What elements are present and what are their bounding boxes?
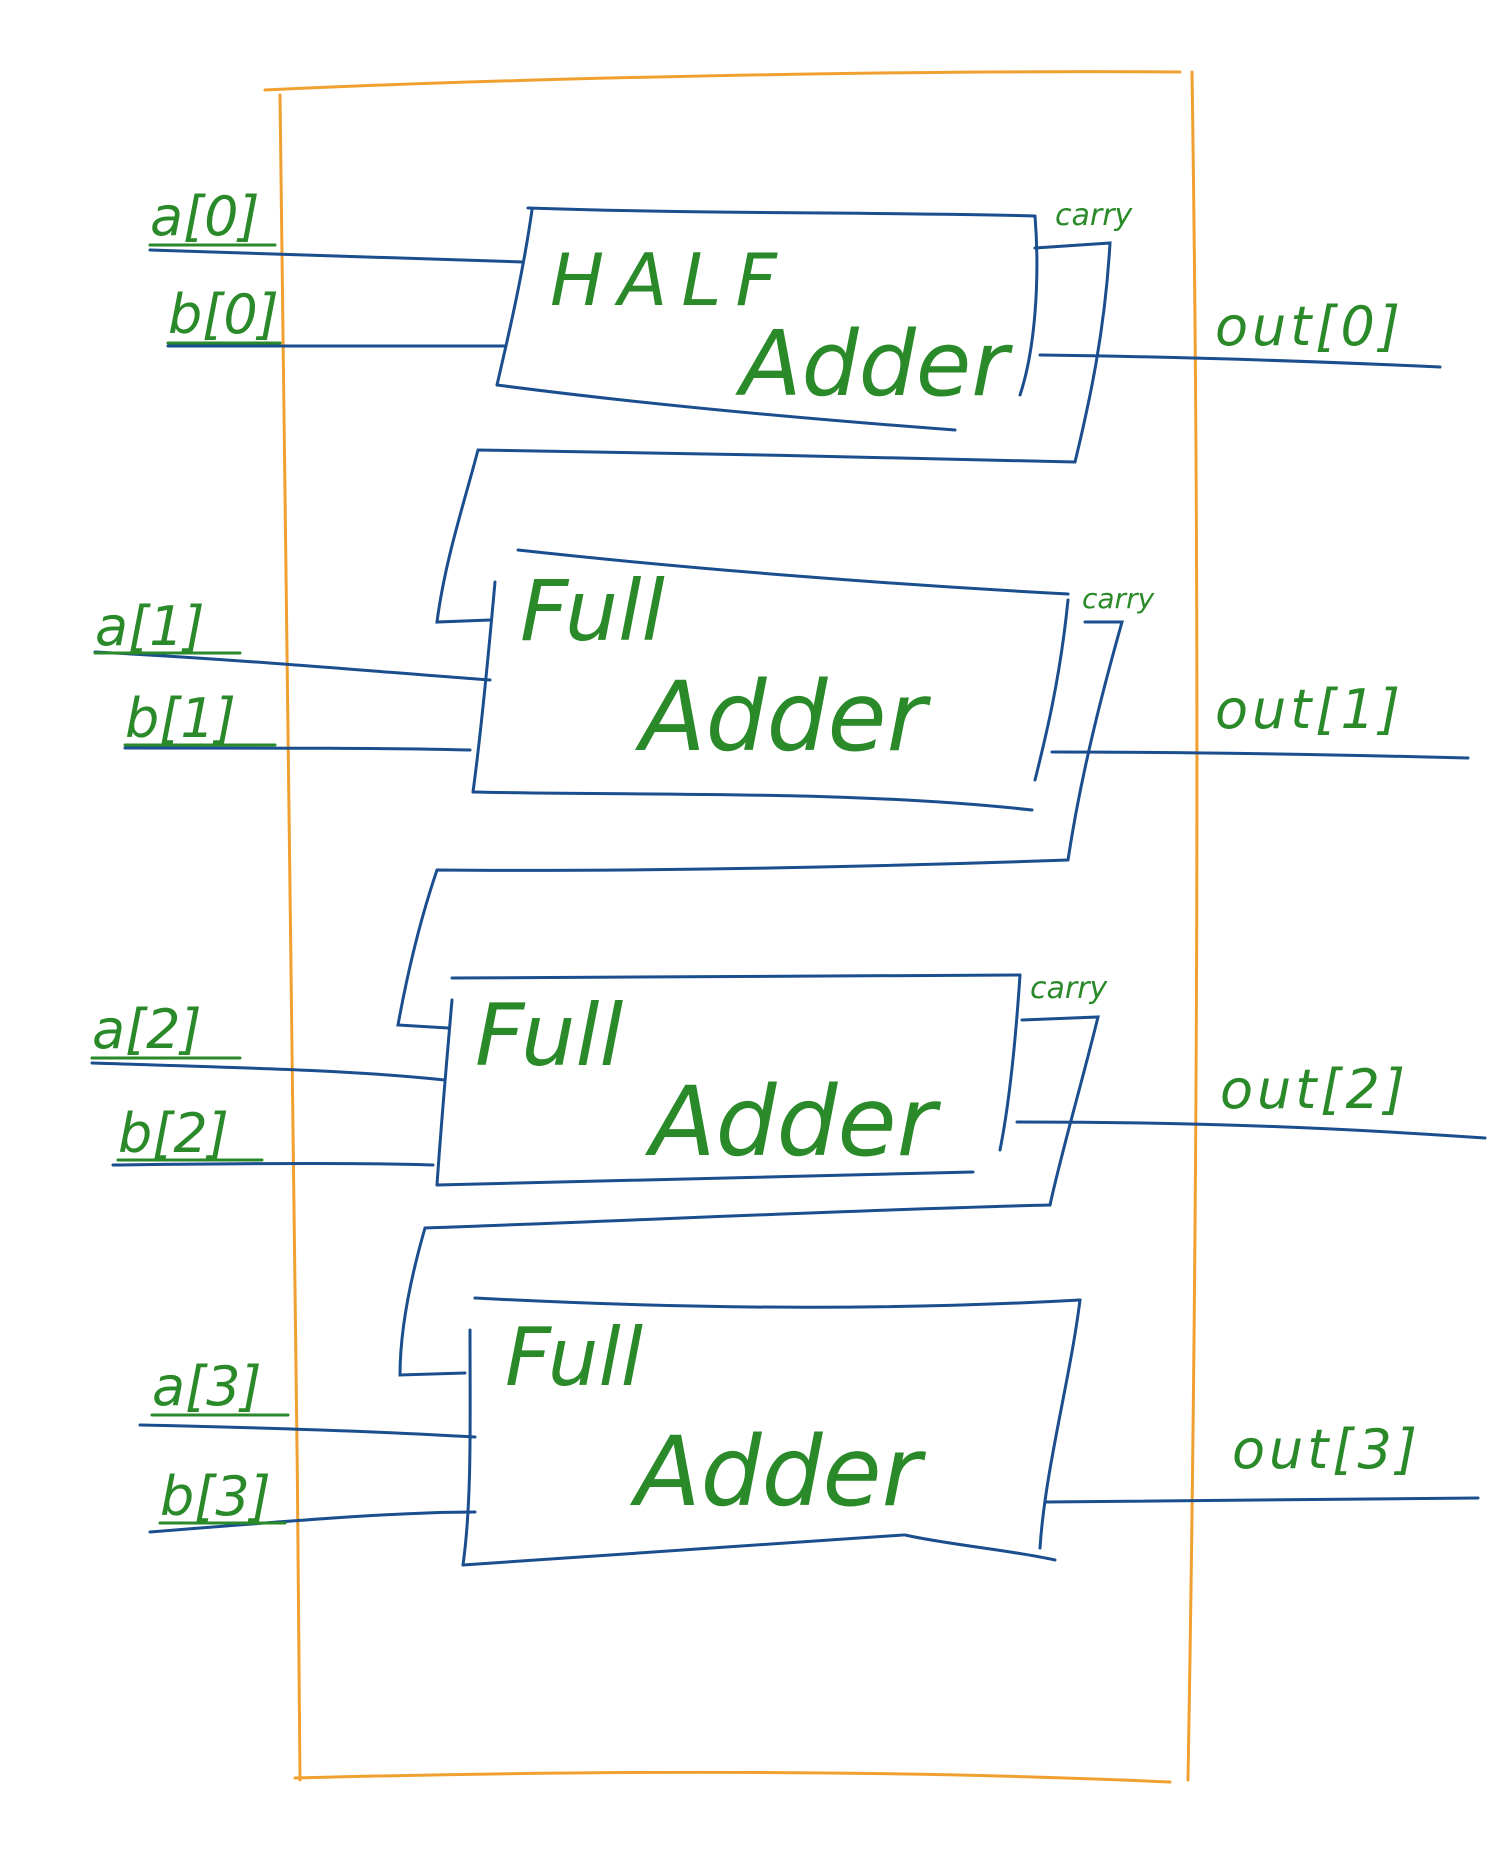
label-a3: a[3] (152, 1355, 262, 1418)
label-b3: b[3] (160, 1465, 271, 1528)
wire-out0 (1038, 353, 1442, 369)
full-adder-2-title-line2: Adder (644, 1066, 942, 1178)
half-adder-wires (148, 241, 1442, 624)
full-adder-1-title-line1: Full (520, 562, 665, 660)
label-a0: a[0] (150, 185, 260, 248)
carry-route-2 (398, 1203, 1052, 1377)
wire-a2 (90, 1061, 447, 1082)
wire-out2 (1015, 1120, 1487, 1140)
carry-wire-2 (1020, 1015, 1100, 1207)
label-carry-0: carry (1055, 198, 1134, 233)
label-b1: b[1] (125, 687, 236, 750)
half-adder-title-line2: Adder (735, 312, 1013, 417)
label-carry-2: carry (1030, 971, 1109, 1006)
carry-wire-0 (1033, 241, 1112, 464)
label-b0: b[0] (168, 283, 279, 346)
wire-a3 (138, 1423, 477, 1439)
full-adder-1-block (471, 548, 1070, 812)
full-adder-3-title-line2: Adder (629, 1416, 927, 1528)
wire-b2 (111, 1162, 435, 1167)
full-adder-1-title-line2: Adder (634, 661, 932, 773)
full-adder-3-block (461, 1296, 1082, 1567)
label-underlines (90, 243, 290, 1525)
label-out2: out[2] (1220, 1058, 1409, 1121)
full-adder-3-title-line1: Full (505, 1311, 643, 1404)
full-adder-2-wires (90, 1015, 1487, 1377)
label-a1: a[1] (95, 595, 205, 658)
label-b2: b[2] (118, 1102, 229, 1165)
wire-b3 (148, 1510, 477, 1534)
carry-route-0 (435, 448, 1077, 624)
wire-a0 (148, 248, 525, 264)
label-out0: out[0] (1215, 295, 1404, 358)
wire-out1 (1050, 750, 1470, 760)
wire-out3 (1043, 1496, 1480, 1504)
label-out3: out[3] (1232, 1418, 1421, 1481)
carry-route-1 (396, 858, 1070, 1030)
carry-wire-1 (1066, 620, 1124, 862)
half-adder-title-line1: HALF (550, 238, 791, 322)
full-adder-2-block (435, 973, 1022, 1187)
label-carry-1: carry (1082, 582, 1155, 615)
wire-a1 (93, 650, 492, 682)
label-out1: out[1] (1215, 678, 1404, 741)
full-adder-2-title-line1: Full (475, 986, 623, 1086)
full-adder-1-wires (93, 620, 1470, 1030)
half-adder-block (495, 206, 1039, 432)
wire-b1 (123, 746, 472, 752)
label-a2: a[2] (92, 998, 202, 1061)
full-adder-3-wires (138, 1423, 1480, 1534)
